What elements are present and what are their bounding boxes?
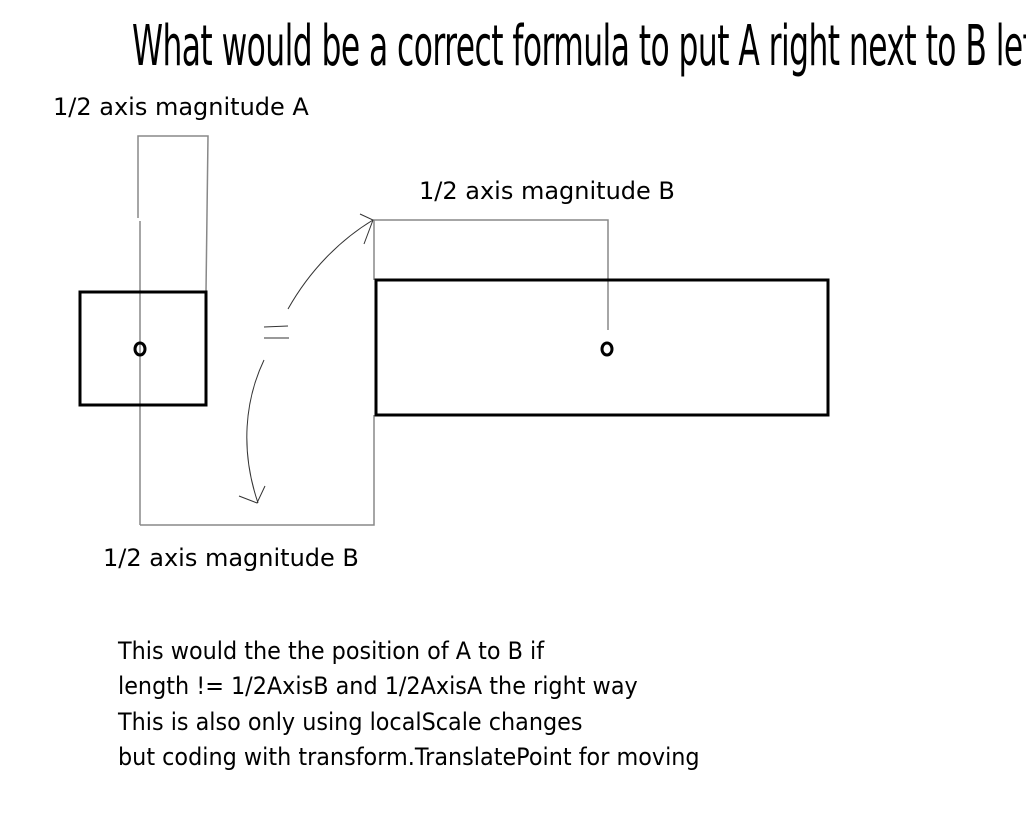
equals-sign-top [263,325,289,328]
note-line-4: but coding with transform.TranslatePoint… [118,743,700,771]
note-line-3: This is also only using localScale chang… [118,708,583,736]
half-axis-b-bottom-bracket [140,415,375,526]
box-b-center-marker [600,341,614,357]
label-half-axis-b-bottom: 1/2 axis magnitude B [103,544,359,572]
arrow-down-curve [246,359,265,504]
box-a-center-marker [133,341,147,357]
label-half-axis-a: 1/2 axis magnitude A [53,93,309,121]
box-a [78,290,208,407]
guide-lines [137,135,609,526]
arrow-up-curve [287,219,374,310]
half-axis-b-top-bracket [373,219,609,330]
half-axis-a-bracket [137,135,209,293]
arrow-down-head-icon [238,485,266,504]
box-b [374,278,830,417]
arrow-up-head-icon [359,213,374,245]
note-line-2: length != 1/2AxisB and 1/2AxisA the righ… [118,672,638,700]
label-half-axis-b-top: 1/2 axis magnitude B [419,177,675,205]
note-line-1: This would the the position of A to B if [118,637,545,665]
